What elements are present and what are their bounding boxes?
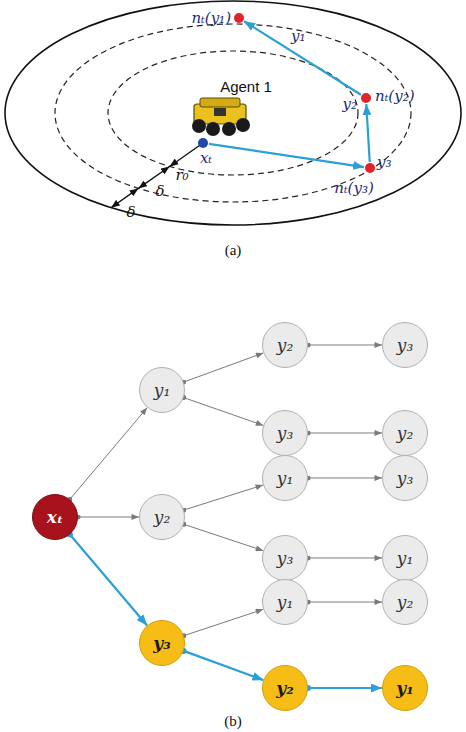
point-label: y₁ bbox=[291, 27, 306, 45]
tree-arrow bbox=[78, 517, 139, 518]
tree-arrow bbox=[308, 558, 382, 559]
robot-illustration bbox=[192, 98, 250, 136]
highlighted-arrow bbox=[184, 651, 264, 680]
highlighted-arrow bbox=[308, 687, 382, 689]
node-label: y₂ bbox=[276, 678, 293, 698]
highlighted-arrow bbox=[366, 104, 369, 162]
tree-arrow bbox=[184, 485, 263, 510]
node-label: y₂ bbox=[397, 592, 413, 612]
tree-node: y₁ bbox=[262, 579, 308, 625]
point-label: nₜ(y₁) bbox=[191, 9, 231, 27]
node-label: y₂ bbox=[154, 507, 170, 527]
tree-node: y₂ bbox=[262, 665, 308, 711]
point-label: y₃ bbox=[377, 153, 392, 171]
node-label: y₁ bbox=[277, 592, 293, 612]
tree-node: y₃ bbox=[139, 620, 185, 666]
tree-node: y₂ bbox=[139, 494, 185, 540]
tree-node: y₃ bbox=[382, 455, 428, 501]
tree-node: y₃ bbox=[262, 410, 308, 456]
node-label: y₃ bbox=[277, 423, 293, 443]
tree-node: y₂ bbox=[382, 410, 428, 456]
subfigure-caption: (a) bbox=[225, 241, 242, 259]
tree-node: y₃ bbox=[382, 322, 428, 368]
node-label: y₁ bbox=[154, 380, 170, 400]
tree-arrow bbox=[308, 478, 382, 479]
agent-label: Agent 1 bbox=[220, 78, 272, 96]
waypoint-dot: nₜ(y₁)y₁ bbox=[234, 13, 244, 23]
waypoint-dot: y₂nₜ(y₂) bbox=[361, 93, 371, 103]
waypoint-dot: xₜ bbox=[198, 138, 208, 148]
point-label: nₜ(y₃) bbox=[334, 179, 374, 197]
node-label: y₁ bbox=[277, 468, 293, 488]
subfigure-caption: (b) bbox=[224, 712, 242, 730]
tree-node: y₃ bbox=[262, 535, 308, 581]
radius-dimension bbox=[111, 143, 203, 208]
node-label: y₂ bbox=[397, 423, 413, 443]
tree-node: y₁ bbox=[382, 535, 428, 581]
tree-arrow bbox=[184, 353, 264, 382]
node-label: y₃ bbox=[277, 548, 293, 568]
tree-node: y₂ bbox=[382, 579, 428, 625]
tree-node: y₁ bbox=[139, 367, 185, 413]
highlighted-arrow bbox=[209, 144, 364, 167]
point-label: nₜ(y₂) bbox=[375, 87, 415, 105]
node-label: y₃ bbox=[397, 335, 413, 355]
tree-node: y₁ bbox=[262, 455, 308, 501]
dimension-label: δ bbox=[155, 182, 164, 200]
point-label: xₜ bbox=[200, 149, 212, 167]
dimension-label: δ bbox=[126, 203, 135, 221]
tree-arrow bbox=[308, 433, 382, 434]
node-label: y₃ bbox=[397, 468, 413, 488]
tree-node: xₜ bbox=[32, 494, 78, 540]
tree-node: y₂ bbox=[262, 322, 308, 368]
tree-arrow bbox=[308, 345, 382, 346]
outer-boundary bbox=[5, 1, 461, 225]
tree-arrow bbox=[184, 524, 263, 550]
node-label: xₜ bbox=[47, 507, 63, 527]
waypoint-dot: y₃nₜ(y₃) bbox=[365, 163, 375, 173]
dashed-ring bbox=[55, 24, 411, 202]
point-label: y₂ bbox=[343, 95, 358, 113]
tree-arrow bbox=[70, 408, 147, 500]
node-label: y₃ bbox=[153, 633, 170, 653]
tree-arrow bbox=[184, 398, 264, 426]
highlighted-arrow bbox=[70, 535, 147, 626]
node-label: y₁ bbox=[397, 548, 413, 568]
node-label: y₁ bbox=[396, 678, 413, 698]
tree-arrow bbox=[184, 609, 263, 635]
node-label: y₂ bbox=[277, 335, 293, 355]
tree-arrow bbox=[308, 602, 382, 603]
dimension-label: r₀ bbox=[175, 166, 188, 184]
tree-node: y₁ bbox=[382, 665, 428, 711]
